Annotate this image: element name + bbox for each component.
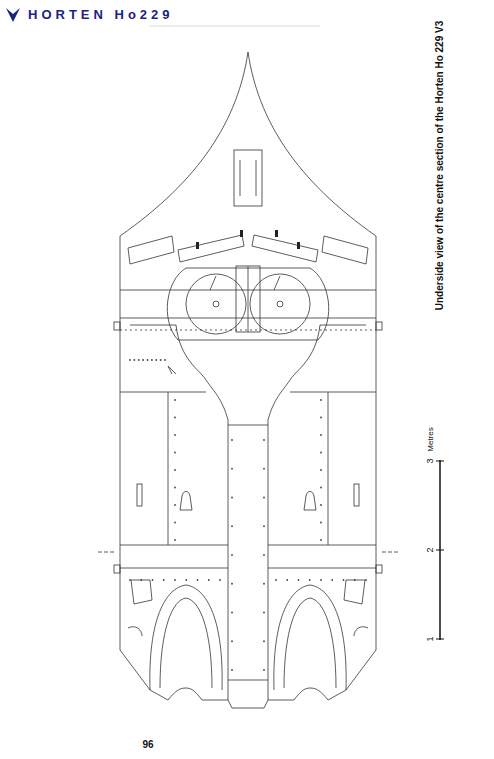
logo [6, 8, 20, 22]
scale-number: 2 [425, 547, 435, 552]
scale-unit: Metres [426, 428, 435, 452]
rivet-row [129, 359, 367, 671]
centre-section [98, 52, 398, 708]
scale-number: 3 [425, 458, 435, 463]
page-header: HORTEN Ho229 [28, 7, 174, 22]
scale-bar [436, 460, 444, 640]
page-number: 96 [142, 739, 153, 750]
scale-number: 1 [425, 636, 435, 641]
header-rule [150, 26, 320, 27]
figure-caption: Underside view of the centre section of … [434, 20, 445, 310]
